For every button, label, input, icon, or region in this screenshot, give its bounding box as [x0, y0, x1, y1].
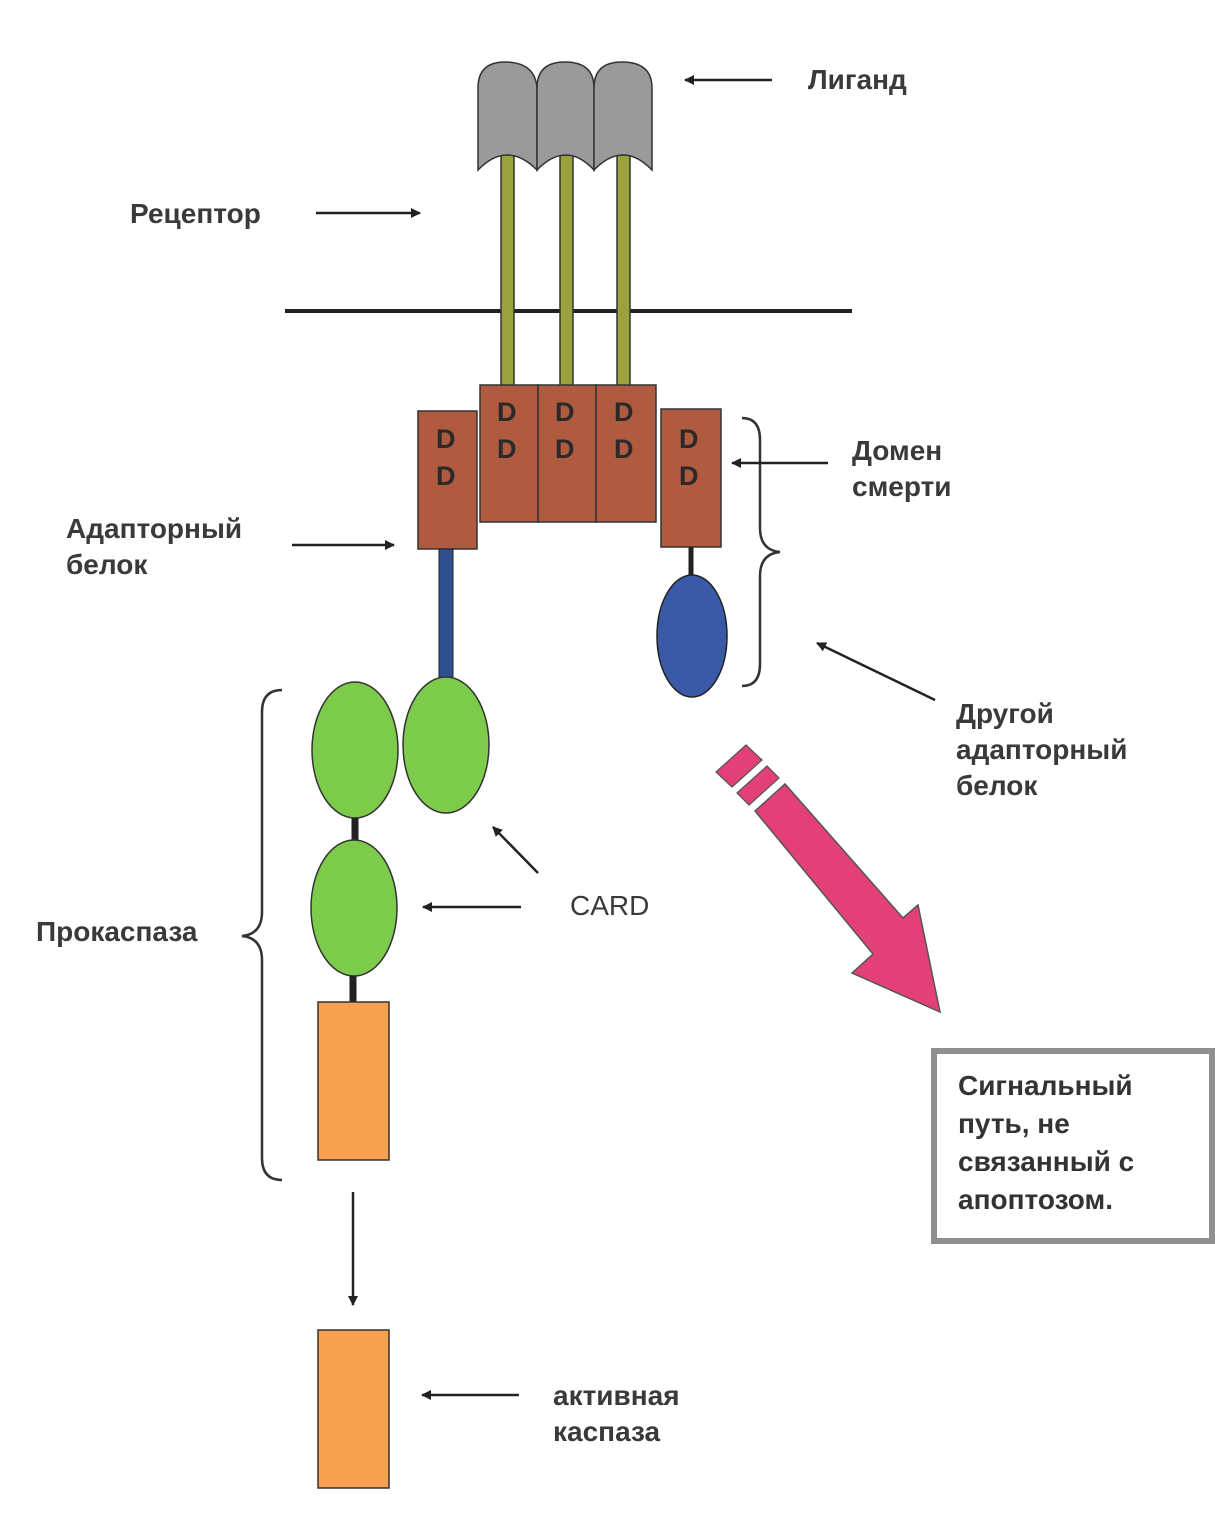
- adapter-protein-label: Адапторный белок: [66, 513, 243, 580]
- adapter-linker: [438, 548, 454, 682]
- receptor: [500, 154, 631, 388]
- procaspase-label: Прокаспаза: [36, 916, 198, 947]
- receptor-stalk: [616, 154, 631, 388]
- signal-arrow-shaft: [753, 782, 942, 1014]
- dd-letter: D: [555, 397, 575, 427]
- card-oval: [311, 681, 399, 819]
- active-caspase-label: активная каспаза: [553, 1380, 680, 1447]
- death-domain-box: [537, 384, 597, 523]
- dd-letter: D: [497, 434, 517, 464]
- adapter-death-domain: [417, 410, 478, 550]
- dd-letter: D: [679, 424, 699, 454]
- dd-letter: D: [497, 397, 517, 427]
- signal-pathway-arrow: [715, 744, 942, 1014]
- receptor-death-domains: [479, 384, 657, 523]
- other-adapter-death-domain: [660, 408, 722, 548]
- receptor-label: Рецептор: [130, 198, 261, 229]
- dd-letter: D: [679, 461, 699, 491]
- death-domain-brace: [741, 416, 781, 688]
- death-domain-label: Домен смерти: [852, 435, 952, 502]
- card-pointer-arrow: [492, 826, 539, 874]
- card-oval: [402, 676, 490, 814]
- ligand-subunit: [593, 61, 653, 172]
- other-adapter-oval: [656, 574, 728, 698]
- ligand-subunit: [536, 61, 595, 172]
- other-adapter-pointer-arrow: [816, 641, 936, 702]
- receptor-stalk: [500, 154, 515, 388]
- dd-letter: D: [436, 424, 456, 454]
- card-oval: [310, 839, 398, 977]
- other-adapter-label: Другой адапторный белок: [956, 698, 1128, 801]
- ligand-subunit: [477, 61, 538, 172]
- death-domain-box: [595, 384, 657, 523]
- procaspase-body: [317, 1001, 390, 1161]
- dd-letter: D: [614, 397, 634, 427]
- dd-letter: D: [614, 434, 634, 464]
- signal-arrow-stripe: [715, 744, 763, 788]
- card-label: CARD: [570, 890, 650, 921]
- receptor-stalk: [559, 154, 574, 388]
- signal-box-text: Сигнальный путь, не связанный с апоптозо…: [958, 1070, 1135, 1215]
- procaspase-brace: [241, 688, 283, 1182]
- ligand-label: Лиганд: [808, 64, 907, 95]
- dd-letter: D: [555, 434, 575, 464]
- active-caspase-box: [317, 1329, 390, 1489]
- dd-letter: D: [436, 461, 456, 491]
- ligand: [477, 61, 653, 172]
- signal-box: [931, 1048, 1215, 1244]
- signal-arrow-stripe: [736, 765, 780, 806]
- card-domains: [310, 676, 490, 1002]
